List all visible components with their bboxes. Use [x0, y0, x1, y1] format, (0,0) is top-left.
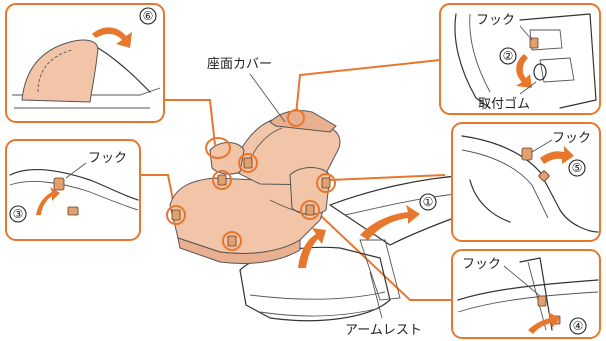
- step-6-label: ⑥: [143, 9, 154, 23]
- step-4-label: ④: [573, 319, 584, 333]
- rubber-band-label: 取付ゴム: [478, 96, 530, 112]
- step-3-label: ③: [13, 207, 24, 221]
- panel-step-4: ④ フック: [452, 250, 600, 338]
- step-2-label: ②: [503, 49, 514, 63]
- seat-cover-label: 座面カバー: [207, 57, 272, 72]
- hook-icon: [54, 178, 64, 190]
- hook-label-mid-right: フック: [552, 131, 591, 146]
- panel-step-2: ② フック 取付ゴム: [440, 4, 600, 114]
- armrest-label: アームレスト: [345, 323, 422, 338]
- step-5-label: ⑤: [572, 161, 583, 175]
- panel-step-5: ⑤ フック: [452, 123, 600, 241]
- hook-label-top-right: フック: [476, 13, 515, 28]
- hook-label-bottom-right: フック: [462, 257, 501, 272]
- hook-icon: [538, 296, 546, 306]
- hook-label-left: フック: [88, 151, 127, 166]
- hook-icon: [522, 148, 532, 160]
- step-1-label: ①: [423, 195, 434, 209]
- panel-step-6: ⑥: [6, 4, 164, 122]
- panel-step-3: ③ フック: [6, 140, 140, 240]
